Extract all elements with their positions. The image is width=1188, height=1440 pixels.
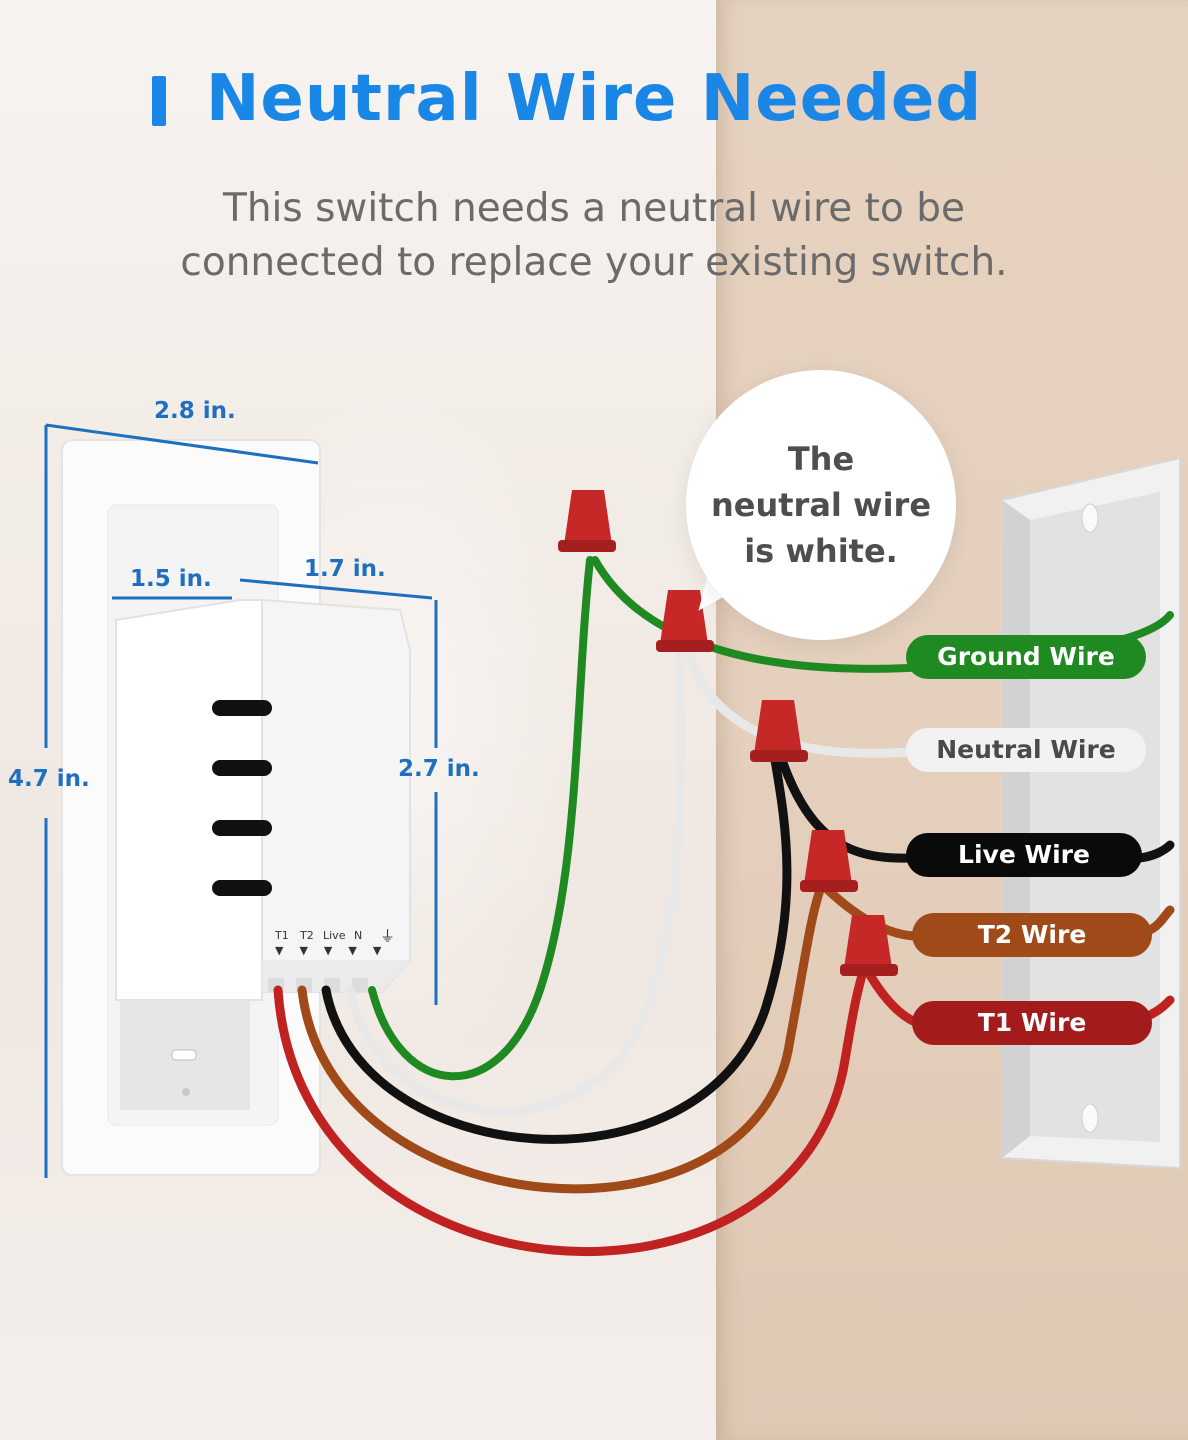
neutral-wire-label: Neutral Wire: [906, 728, 1146, 772]
live-wire-label: Live Wire: [906, 833, 1142, 877]
terminal-arrows: ▼▼▼▼▼: [275, 944, 398, 957]
body-height-label: 2.7 in.: [398, 756, 480, 782]
callout-line-2: neutral wire: [710, 486, 932, 524]
switch-body: [115, 598, 411, 1001]
dimension-lines: [44, 423, 438, 1178]
subtitle-line-1: This switch needs a neutral wire to be: [223, 186, 965, 231]
terminal-label-t1: T1: [275, 929, 289, 942]
page-title: Neutral Wire Needed: [205, 62, 983, 136]
subtitle-line-2: connected to replace your existing switc…: [180, 240, 1008, 285]
callout-bubble: [686, 370, 956, 640]
callout-line-1: The: [787, 440, 855, 478]
ground-symbol-icon: ⏚: [380, 927, 396, 945]
wire-nut-neutral: [656, 590, 714, 652]
callout-text: The neutral wire is white.: [686, 436, 956, 574]
wire-nut-ground: [558, 490, 616, 552]
wires: [273, 556, 1175, 1256]
terminal-label-live: Live: [323, 929, 346, 942]
body-left-width-label: 1.5 in.: [130, 566, 212, 592]
callout-line-3: is white.: [744, 532, 898, 570]
plate-width-label: 2.8 in.: [154, 398, 236, 424]
wire-nuts: [558, 490, 898, 976]
wire-nut-t1: [840, 915, 898, 976]
terminal-label-t2: T2: [300, 929, 314, 942]
t1-wire-label: T1 Wire: [912, 1001, 1152, 1045]
plate-height-label: 4.7 in.: [8, 766, 90, 792]
t2-wire-label: T2 Wire: [912, 913, 1152, 957]
title-accent-bar: [152, 76, 166, 126]
wire-nut-live: [750, 700, 808, 762]
terminal-label-n: N: [354, 929, 363, 942]
body-depth-label: 1.7 in.: [304, 556, 386, 582]
ground-wire-label: Ground Wire: [906, 635, 1146, 679]
wall-box: [1001, 456, 1181, 1170]
page-subtitle: This switch needs a neutral wire to be c…: [0, 182, 1188, 290]
wire-nut-t2: [800, 830, 858, 892]
